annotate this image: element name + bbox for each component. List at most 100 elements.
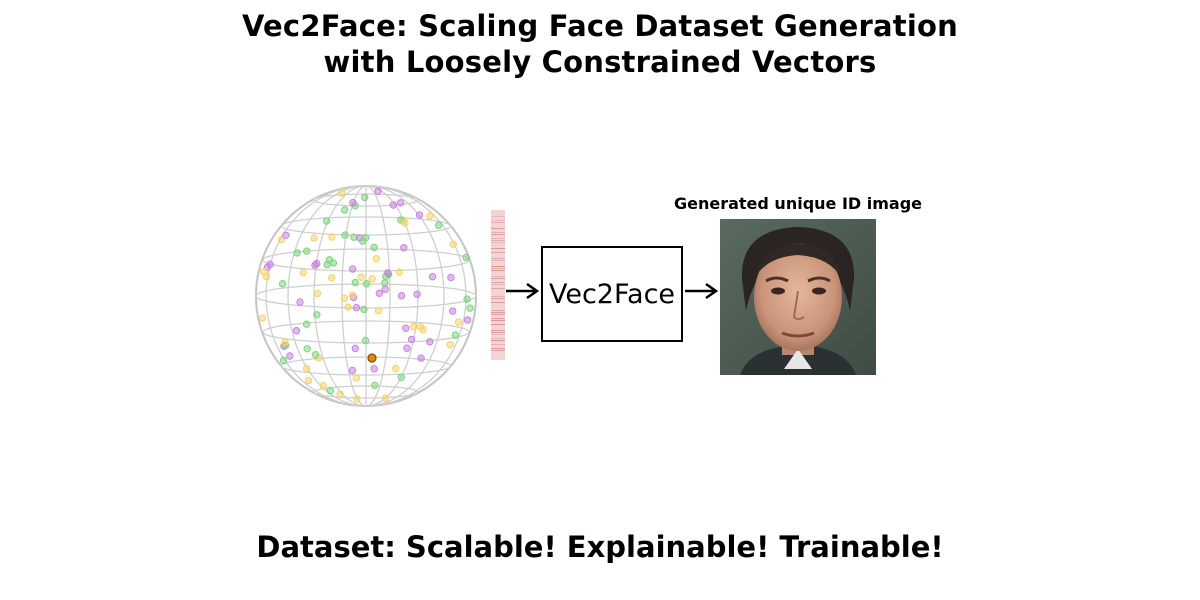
sphere-point	[293, 249, 301, 257]
sphere-point	[277, 236, 286, 244]
sphere-point	[353, 395, 361, 403]
sphere-point	[351, 278, 359, 287]
sphere-point	[395, 268, 404, 276]
arrow-to-model-icon	[506, 282, 540, 300]
sphere-point	[447, 273, 455, 282]
identity-vector	[491, 210, 505, 360]
sphere-point	[449, 240, 457, 248]
sphere-point	[328, 274, 336, 282]
vector-stripe	[491, 220, 505, 221]
vector-stripe	[491, 240, 505, 241]
vector-stripe	[491, 268, 505, 269]
sphere-point	[396, 199, 405, 207]
vector-stripe	[491, 288, 505, 289]
sphere-point	[338, 189, 346, 197]
sphere-wireframe	[255, 185, 477, 407]
vector-stripe	[491, 242, 505, 243]
title-line-2: with Loosely Constrained Vectors	[323, 45, 877, 79]
sphere-point	[462, 253, 470, 262]
sphere-point	[410, 322, 418, 331]
sphere-point	[407, 335, 416, 344]
sphere-points	[258, 187, 474, 403]
sphere-point	[372, 255, 381, 263]
sphere-point	[336, 390, 344, 398]
vector-stripe	[491, 318, 505, 319]
vector-stripe	[491, 270, 505, 271]
sphere-point	[302, 365, 311, 373]
vector-stripe	[491, 238, 505, 239]
page-title: Vec2Face: Scaling Face Dataset Generatio…	[0, 8, 1200, 80]
sphere-point	[416, 323, 425, 331]
highlighted-identity-point	[367, 353, 377, 363]
sphere-point	[397, 373, 406, 382]
vector-stripe	[491, 340, 505, 341]
sphere-point	[368, 275, 376, 283]
vector-stripe	[491, 296, 505, 297]
sphere-point	[313, 289, 322, 298]
sphere-point	[403, 344, 411, 352]
sphere-point	[371, 381, 379, 390]
sphere-point	[260, 267, 268, 276]
sphere-point	[381, 285, 389, 293]
arrow-to-image-icon	[685, 282, 719, 300]
sphere-point	[370, 365, 378, 373]
sphere-point	[348, 366, 357, 375]
vector-stripe	[491, 324, 505, 325]
sphere-point	[426, 212, 434, 220]
sphere-point	[349, 198, 357, 207]
vector-stripe	[491, 314, 505, 315]
sphere-point	[402, 324, 410, 333]
sphere-point	[401, 219, 409, 227]
vector-stripes	[491, 216, 505, 351]
sphere-point	[286, 352, 294, 360]
vector-stripe	[491, 278, 505, 279]
sphere-point	[258, 314, 267, 322]
vector-stripe	[491, 338, 505, 339]
sphere-point	[312, 259, 321, 268]
sphere-point	[303, 345, 311, 353]
sphere-point	[357, 273, 365, 281]
sphere-point	[428, 273, 437, 281]
sphere-point	[319, 382, 327, 390]
sphere-point	[313, 311, 321, 319]
vector-stripe	[491, 284, 505, 285]
vector-stripe	[491, 258, 505, 259]
sphere-point	[426, 338, 434, 346]
sphere-point	[303, 247, 311, 255]
vec2face-model-box: Vec2Face	[541, 246, 683, 342]
sphere-point	[435, 221, 443, 229]
sphere-point	[304, 376, 313, 385]
sphere-point	[381, 394, 390, 402]
sphere-point	[449, 307, 457, 315]
sphere-point	[310, 234, 318, 242]
sphere-point	[281, 338, 289, 346]
vector-stripe	[491, 228, 505, 229]
sphere-point	[359, 237, 367, 245]
sphere-point	[341, 206, 349, 214]
sphere-point	[341, 231, 349, 239]
sphere-point	[374, 307, 383, 315]
sphere-point	[279, 356, 288, 365]
vector-stripe	[491, 276, 505, 277]
sphere-point	[400, 244, 408, 252]
sphere-point	[348, 291, 357, 299]
vector-stripe	[491, 216, 505, 217]
vector-stripe	[491, 330, 505, 331]
sphere-point	[381, 279, 389, 287]
sphere-point	[374, 187, 382, 196]
sphere-point	[352, 374, 361, 382]
sphere-point	[389, 201, 398, 209]
sphere-point	[466, 304, 474, 312]
sphere-point	[292, 327, 301, 335]
sphere-point	[375, 289, 384, 297]
vector-stripe	[491, 234, 505, 235]
vector-stripe	[491, 350, 505, 351]
vector-stripe	[491, 348, 505, 349]
vector-stripe	[491, 248, 505, 249]
title-line-1: Vec2Face: Scaling Face Dataset Generatio…	[242, 9, 958, 43]
vector-stripe	[491, 260, 505, 261]
sphere-point	[326, 387, 335, 395]
sphere-point	[417, 354, 425, 362]
sphere-point	[446, 341, 454, 349]
sphere-point	[397, 292, 406, 300]
